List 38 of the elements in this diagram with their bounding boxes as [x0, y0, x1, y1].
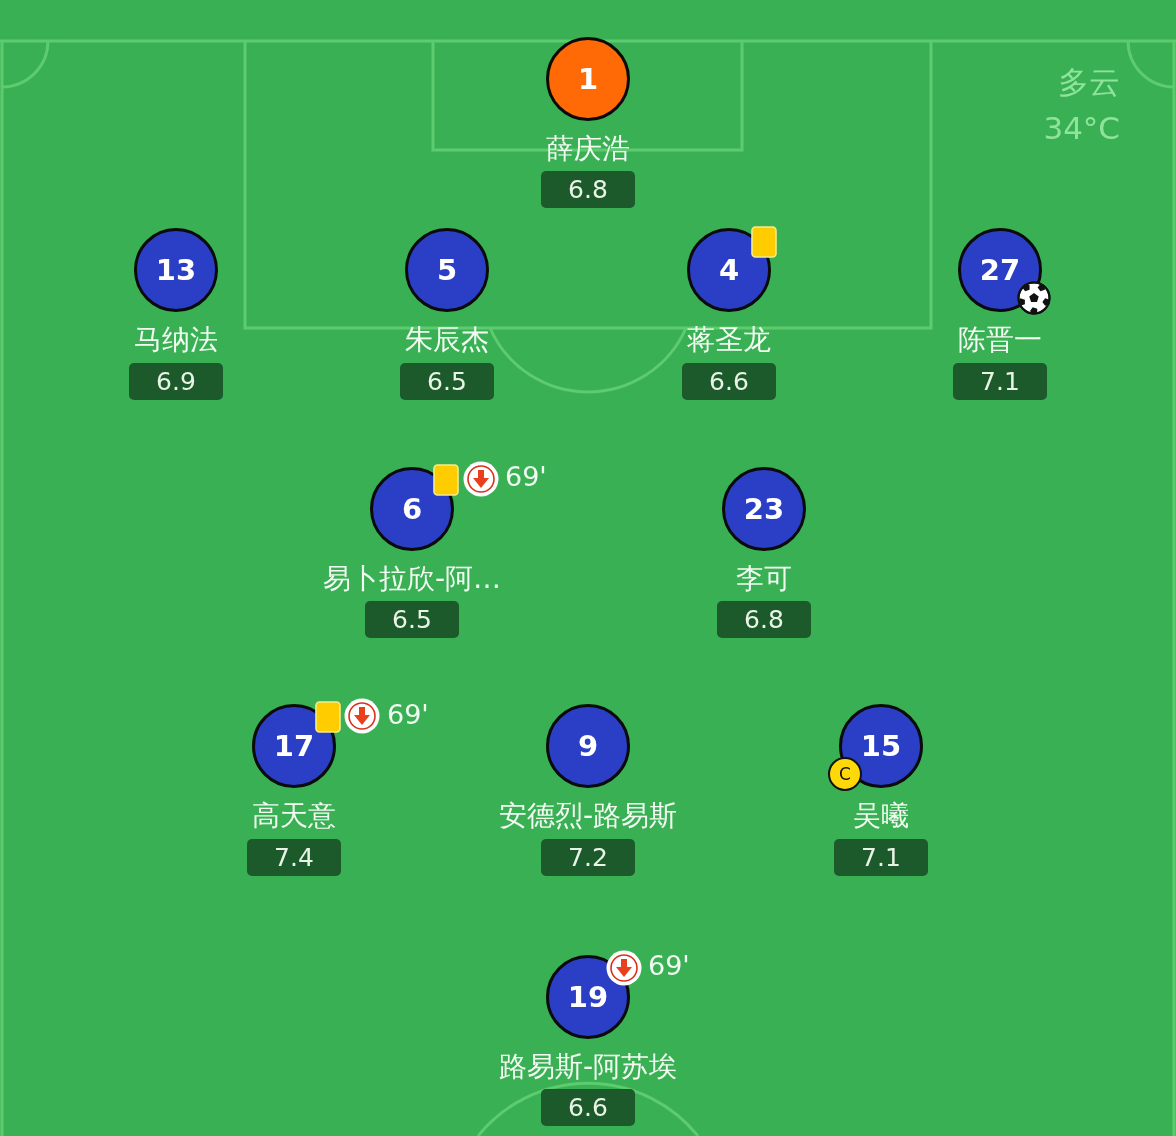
- rating-badge: 6.5: [365, 601, 459, 638]
- player-name: 陈晋一: [958, 325, 1042, 355]
- player-circle: 13: [134, 228, 218, 312]
- player-name: 吴曦: [853, 801, 909, 831]
- player-name: 蒋圣龙: [687, 325, 771, 355]
- player-circle: 1: [546, 37, 630, 121]
- player-name: 高天意: [252, 801, 336, 831]
- substitution-minute: 69': [505, 462, 547, 492]
- player-circle: 23: [722, 467, 806, 551]
- player-circle: 17: [252, 704, 336, 788]
- substitution-minute: 69': [387, 700, 429, 730]
- rating-badge: 6.6: [682, 363, 776, 400]
- rating-badge: 6.6: [541, 1089, 635, 1126]
- substitution-minute: 69': [648, 951, 690, 981]
- player-name: 易卜拉欣-阿…: [322, 564, 502, 594]
- player-name: 朱辰杰: [405, 325, 489, 355]
- rating-badge: 6.9: [129, 363, 223, 400]
- rating-badge: 6.8: [717, 601, 811, 638]
- player-circle: 9: [546, 704, 630, 788]
- player-circle: 4: [687, 228, 771, 312]
- player-circle: 5: [405, 228, 489, 312]
- player-circle: 6: [370, 467, 454, 551]
- weather-text: 多云: [1058, 65, 1120, 99]
- rating-badge: 7.1: [834, 839, 928, 876]
- player-circle: 19: [546, 955, 630, 1039]
- player-name: 安德烈-路易斯: [498, 801, 678, 831]
- rating-badge: 7.1: [953, 363, 1047, 400]
- captain-badge: C: [828, 757, 862, 791]
- player-name: 李可: [736, 564, 792, 594]
- rating-badge: 6.5: [400, 363, 494, 400]
- player-circle: 27: [958, 228, 1042, 312]
- player-name: 路易斯-阿苏埃: [498, 1052, 678, 1082]
- rating-badge: 6.8: [541, 171, 635, 208]
- temperature-text: 34°C: [1043, 111, 1120, 145]
- player-name: 马纳法: [134, 325, 218, 355]
- rating-badge: 7.2: [541, 839, 635, 876]
- player-name: 薛庆浩: [546, 134, 630, 164]
- rating-badge: 7.4: [247, 839, 341, 876]
